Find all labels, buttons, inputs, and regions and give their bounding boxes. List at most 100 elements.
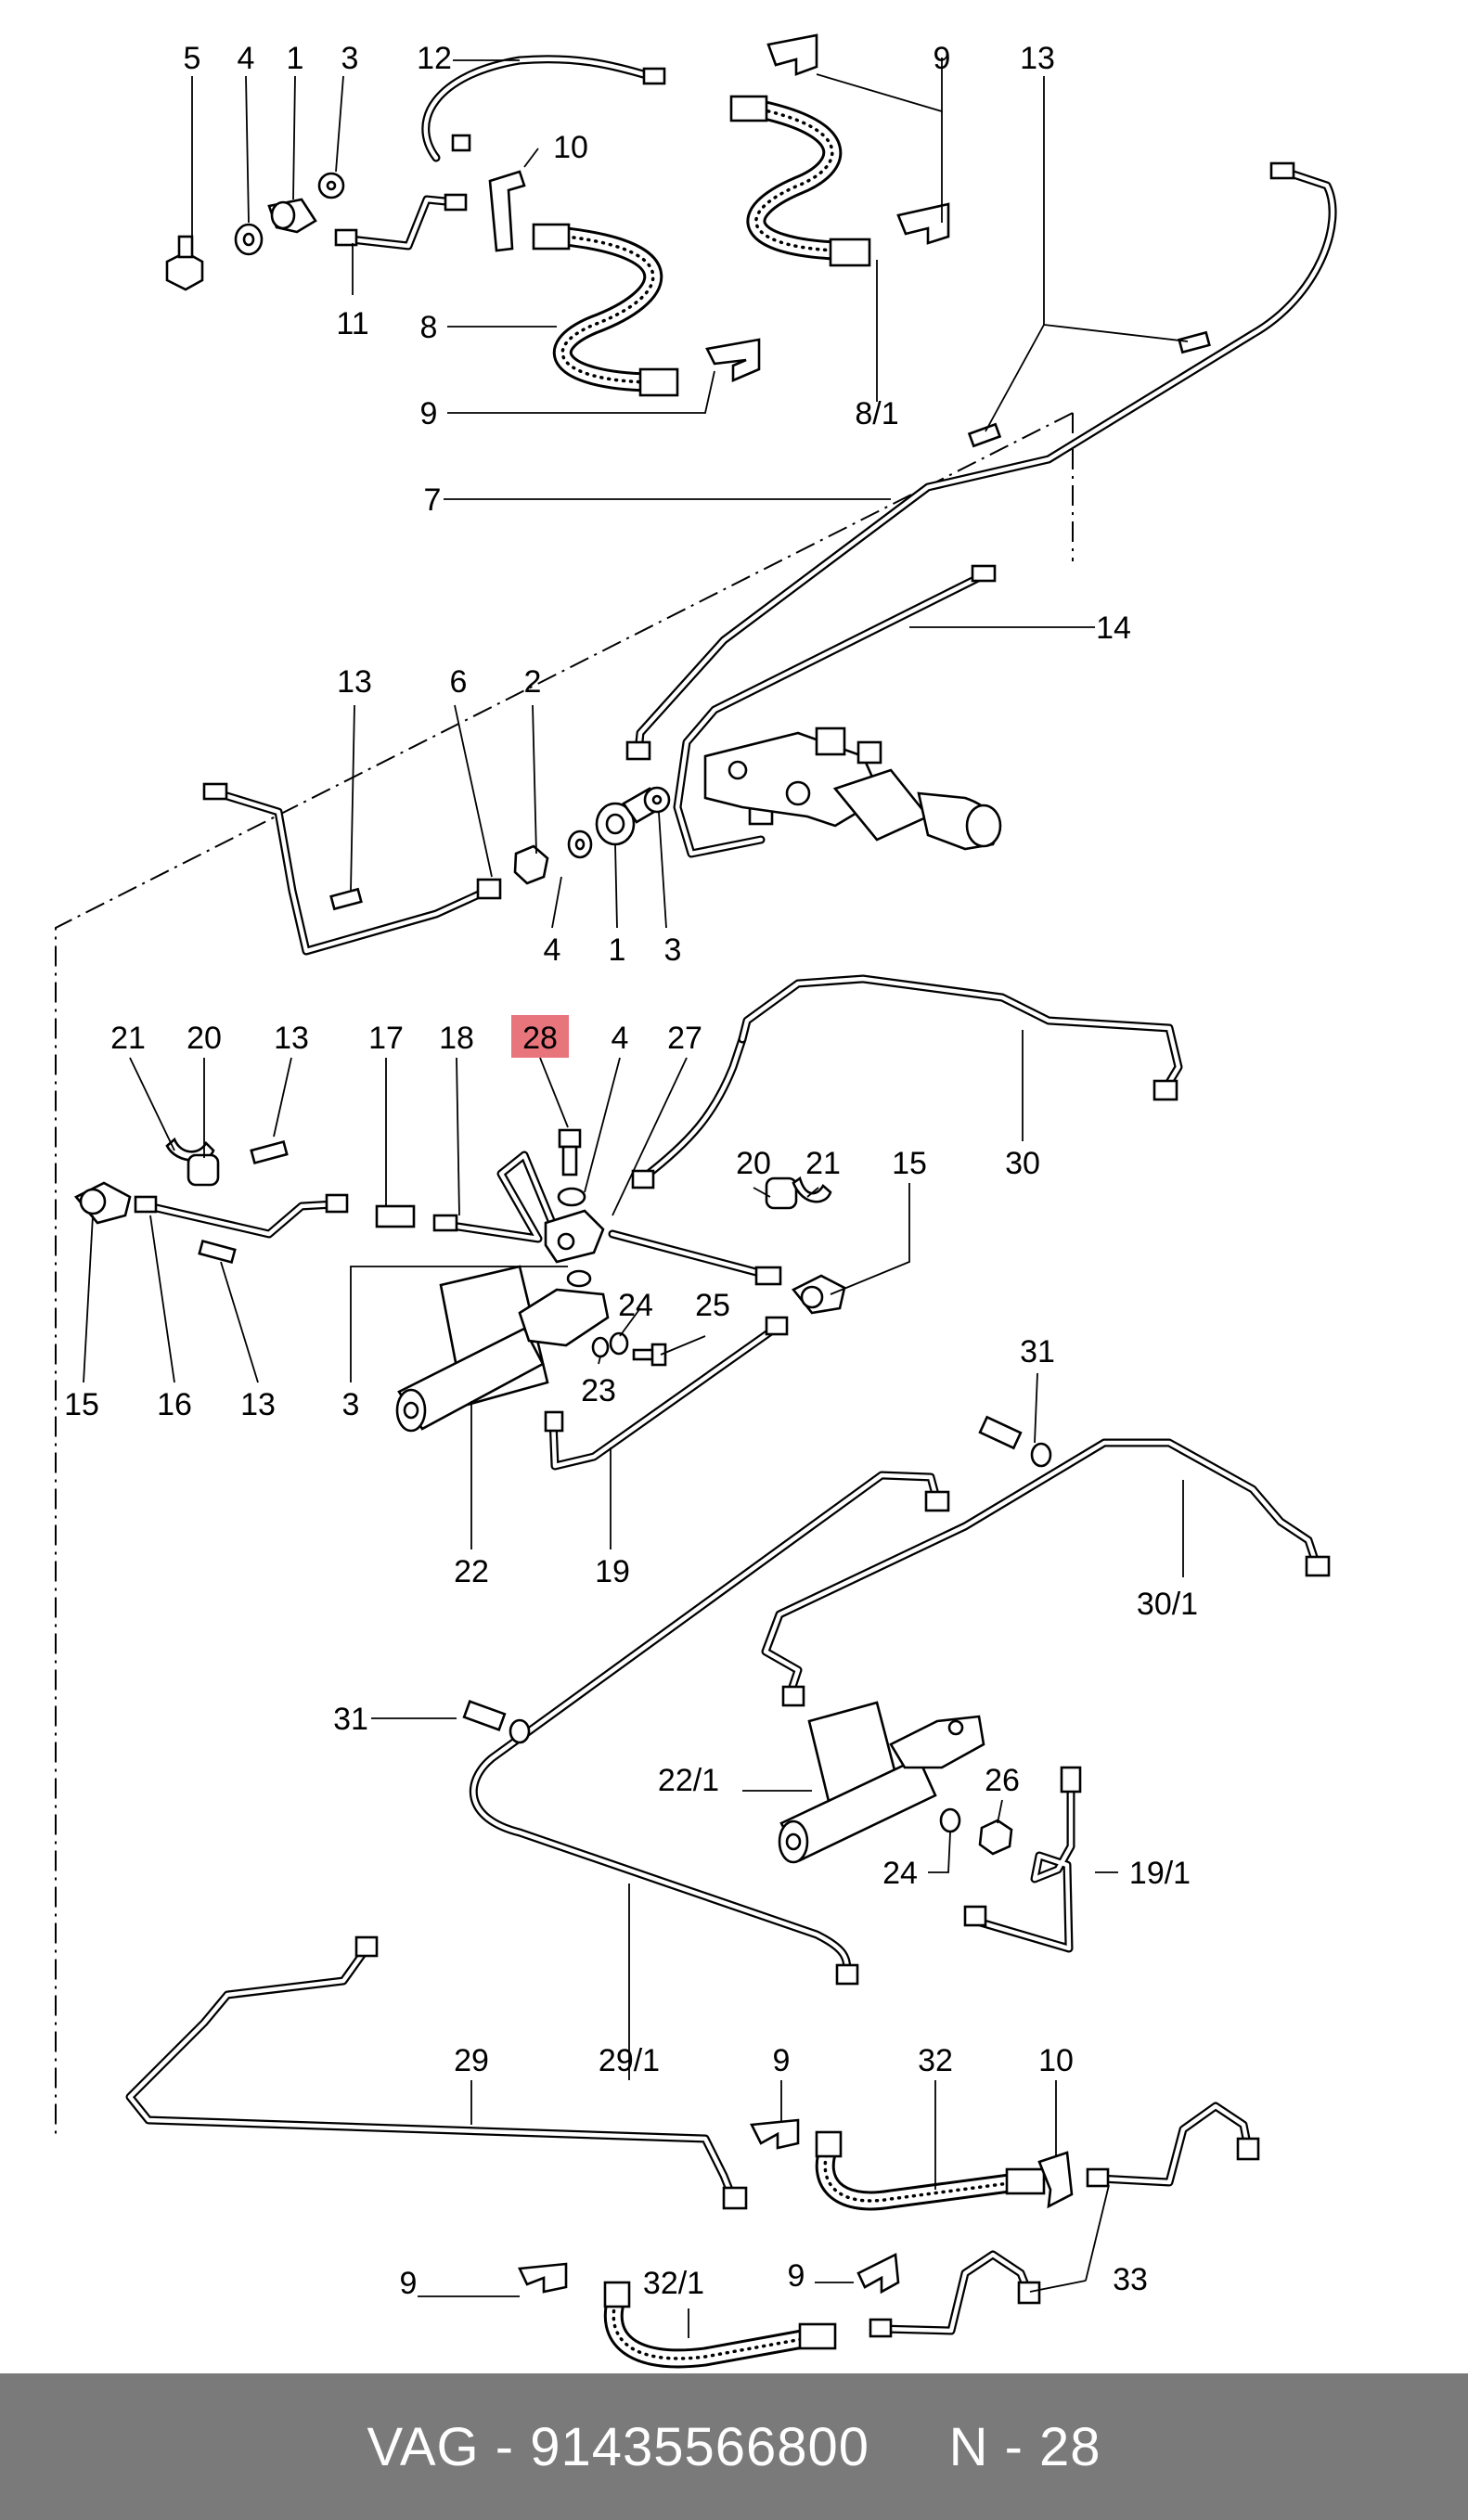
bleeder-31-mid <box>462 1700 531 1744</box>
pipe-11 <box>334 193 468 251</box>
label-10: 10 <box>553 130 588 165</box>
label-15: 15 <box>892 1146 927 1181</box>
label-29-1: 29/1 <box>599 2043 660 2078</box>
label-30-1: 30/1 <box>1137 1587 1198 1622</box>
label-13: 13 <box>337 664 372 700</box>
label-1: 1 <box>287 41 304 76</box>
label-17: 17 <box>368 1021 404 1056</box>
brake-hose-8-1 <box>729 95 871 267</box>
pipe-19-1 <box>963 1766 1082 1953</box>
pipe-33-bottom <box>869 2250 1041 2338</box>
master-cylinder-22-1 <box>778 1701 985 1864</box>
label-12: 12 <box>417 41 452 76</box>
pipe-stub-13c <box>329 887 363 911</box>
clip-21-right <box>792 1176 832 1203</box>
clip-9-top <box>766 33 818 76</box>
brake-hose-32 <box>815 2130 1046 2211</box>
label-19: 19 <box>595 1554 630 1589</box>
pipe-to-15-right <box>608 1229 782 1286</box>
pipe-stub-13d <box>250 1139 289 1165</box>
label-9: 9 <box>400 2266 418 2301</box>
pipe-29-1 <box>469 1471 950 1986</box>
pipe-16 <box>134 1193 349 1239</box>
pipe-30-1 <box>761 1438 1331 1707</box>
label-20: 20 <box>187 1021 222 1056</box>
label-15: 15 <box>64 1387 99 1422</box>
label-21: 21 <box>110 1021 146 1056</box>
label-31: 31 <box>1020 1334 1055 1369</box>
label-3: 3 <box>664 932 682 968</box>
label-29: 29 <box>454 2043 489 2078</box>
label-24: 24 <box>618 1288 653 1323</box>
label-11: 11 <box>336 306 368 341</box>
leader-lines <box>83 58 1189 2338</box>
master-cylinder-top <box>703 726 1002 851</box>
pipe-19 <box>544 1316 789 1471</box>
label-30: 30 <box>1005 1146 1040 1181</box>
highlight-box-28 <box>511 1015 569 1058</box>
pipe-stub-13a <box>1178 330 1211 354</box>
nut-26 <box>978 1819 1013 1856</box>
master-cylinder-22 <box>395 1265 610 1433</box>
label-2: 2 <box>524 664 542 700</box>
label-9: 9 <box>773 2043 791 2078</box>
label-22: 22 <box>454 1554 489 1589</box>
washer-24-lower <box>939 1807 961 1833</box>
grommet-20-left <box>187 1153 220 1187</box>
pipe-6 <box>202 782 502 956</box>
label-13: 13 <box>1020 41 1055 76</box>
pipe-29 <box>125 1935 748 2210</box>
bolt-25 <box>632 1343 667 1367</box>
label-20: 20 <box>736 1146 771 1181</box>
label-8-1: 8/1 <box>855 396 898 431</box>
label-24: 24 <box>882 1856 918 1891</box>
label-9: 9 <box>788 2258 805 2294</box>
label-7: 7 <box>424 482 442 518</box>
union-17 <box>375 1204 416 1228</box>
pipe-30 <box>738 974 1183 1101</box>
label-1: 1 <box>609 932 626 968</box>
label-16: 16 <box>157 1387 192 1422</box>
label-25: 25 <box>695 1288 730 1323</box>
label-21: 21 <box>805 1146 841 1181</box>
pipe-stub-13e <box>198 1239 237 1265</box>
washer-3-lower <box>566 1269 592 1288</box>
clip-9-bottom-a <box>749 2118 800 2150</box>
nut-24 <box>609 1331 629 1356</box>
pipe-18 <box>432 1151 561 1243</box>
label-27: 27 <box>667 1021 702 1056</box>
label-13: 13 <box>274 1021 309 1056</box>
pipe-27 <box>631 1035 747 1189</box>
label-4: 4 <box>238 41 255 76</box>
dash-frame <box>55 412 1074 2134</box>
label-4: 4 <box>612 1021 629 1056</box>
label-18: 18 <box>439 1021 474 1056</box>
pipe-14 <box>673 564 997 858</box>
banjo-fitting-1 <box>267 198 317 234</box>
part-number-caption: VAG - 91435566800 N - 28 <box>367 2416 1101 2477</box>
label-26: 26 <box>985 1763 1020 1798</box>
parts-diagram: 5 4 1 3 12 9 13 10 11 8 9 8/1 7 14 13 6 … <box>55 33 1337 2369</box>
clip-10 <box>488 170 526 252</box>
label-9: 9 <box>420 396 438 431</box>
label-9: 9 <box>934 41 951 76</box>
banjo-bolt-5 <box>165 235 204 291</box>
grommet-20-right <box>765 1176 798 1210</box>
label-14: 14 <box>1096 611 1131 646</box>
washer-4-lower <box>557 1187 586 1207</box>
label-32: 32 <box>918 2043 953 2078</box>
pipe-7 <box>625 161 1337 761</box>
brake-hose-8 <box>532 223 679 397</box>
label-32-1: 32/1 <box>643 2266 704 2301</box>
bleeder-31-top <box>978 1415 1052 1468</box>
banjo-bolt-2 <box>513 844 549 885</box>
label-33: 33 <box>1113 2262 1148 2297</box>
label-31: 31 <box>333 1702 368 1737</box>
banjo-elbow-15-right <box>791 1274 846 1315</box>
part-number-labels: 5 4 1 3 12 9 13 10 11 8 9 8/1 7 14 13 6 … <box>64 41 1198 2301</box>
label-28: 28 <box>522 1021 558 1056</box>
tee-fitting <box>544 1209 605 1264</box>
label-6: 6 <box>450 664 468 700</box>
label-19-1: 19/1 <box>1129 1856 1191 1891</box>
pipe-12 <box>421 55 666 162</box>
